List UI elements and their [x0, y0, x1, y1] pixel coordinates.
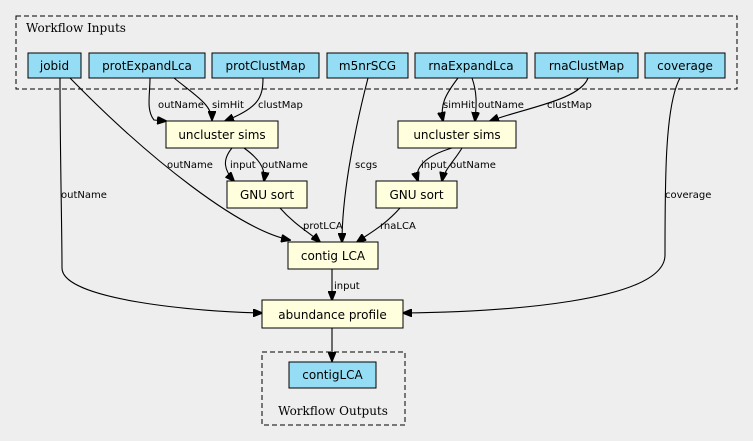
step-node-uncluster-prot[interactable]: uncluster sims	[165, 120, 279, 149]
edge-label-sortr-input: input	[421, 160, 447, 171]
step-label-uncluster-prot: uncluster sims	[178, 128, 265, 142]
step-node-abundance-profile[interactable]: abundance profile	[261, 299, 404, 329]
edge-rnaclustmap	[490, 77, 589, 121]
output-label-contiglca: contigLCA	[302, 368, 363, 382]
workflow-outputs-cluster	[261, 351, 406, 426]
edge-label-sortp-input: input	[230, 160, 256, 171]
workflow-outputs-label: Workflow Outputs	[278, 404, 388, 418]
edge-uncluster-rna-input	[417, 147, 453, 181]
edge-coverage-abundance	[403, 77, 681, 313]
edge-protclustmap	[225, 77, 264, 121]
edge-label-rnalca: rnaLCA	[380, 221, 416, 232]
edge-protexpand-outname	[148, 77, 166, 121]
edge-m5nrscg-contiglca	[342, 77, 369, 242]
input-node-m5nrscg[interactable]: m5nrSCG	[326, 52, 409, 79]
edge-label-rna-clustmap: clustMap	[547, 100, 592, 111]
input-label-rnaexpandlca: rnaExpandLca	[428, 59, 513, 73]
edge-sortprot-contiglca	[279, 207, 320, 242]
input-nodes: jobid protExpandLca protClustMap m5nrSCG…	[27, 52, 726, 79]
edge-label-sortr-outname: outName	[450, 160, 496, 171]
edge-label-rna-outname: outName	[478, 100, 524, 111]
step-node-sort-rna[interactable]: GNU sort	[375, 180, 458, 209]
edge-label-prot-simhit: simHit	[212, 100, 244, 111]
edge-label-sortp-outname: outName	[262, 160, 308, 171]
edge-protexpand-simhit	[173, 77, 212, 120]
edges	[59, 77, 681, 361]
input-node-coverage[interactable]: coverage	[644, 52, 726, 79]
step-node-sort-prot[interactable]: GNU sort	[226, 180, 308, 209]
input-node-protclustmap[interactable]: protClustMap	[211, 52, 320, 79]
step-label-uncluster-rna: uncluster sims	[413, 128, 500, 142]
edge-jobid-abundance	[59, 77, 262, 313]
step-label-contig-lca: contig LCA	[301, 249, 366, 263]
edge-label-jobid-contiglca: outName	[167, 160, 213, 171]
input-label-protexpandlca: protExpandLca	[102, 59, 192, 73]
input-label-m5nrscg: m5nrSCG	[339, 59, 396, 73]
edge-label-protlca: protLCA	[303, 221, 343, 232]
input-node-rnaexpandlca[interactable]: rnaExpandLca	[414, 52, 528, 79]
edge-rnaexpand-simhit	[442, 77, 459, 121]
edge-label-coverage: coverage	[665, 190, 711, 201]
edge-uncluster-rna-outname	[442, 147, 463, 181]
edge-jobid-contiglca	[69, 77, 290, 240]
step-node-uncluster-rna[interactable]: uncluster sims	[397, 120, 517, 149]
input-label-protclustmap: protClustMap	[226, 59, 306, 73]
edge-label-jobid-abundance: outName	[61, 190, 107, 201]
input-node-jobid[interactable]: jobid	[27, 52, 82, 79]
edge-uncluster-prot-input	[224, 147, 234, 181]
step-nodes: uncluster sims uncluster sims GNU sort G…	[165, 120, 517, 329]
edge-label-scgs: scgs	[355, 160, 377, 171]
edge-rnaexpand-outname	[472, 77, 476, 121]
output-node-contiglca[interactable]: contigLCA	[288, 361, 377, 389]
workflow-inputs-label: Workflow Inputs	[26, 21, 126, 35]
step-label-abundance-profile: abundance profile	[278, 308, 386, 322]
edge-uncluster-prot-outname	[243, 147, 264, 181]
edge-label-prot-clustmap: clustMap	[258, 100, 303, 111]
input-label-jobid: jobid	[39, 59, 69, 73]
edge-sortrna-contiglca	[357, 207, 401, 242]
input-node-rnaclustmap[interactable]: rnaClustMap	[534, 52, 639, 79]
step-label-sort-prot: GNU sort	[240, 188, 294, 202]
input-label-rnaclustmap: rnaClustMap	[549, 59, 624, 73]
input-label-coverage: coverage	[657, 59, 713, 73]
step-node-contig-lca[interactable]: contig LCA	[287, 241, 379, 270]
edge-label-rna-simhit: simHit	[443, 100, 475, 111]
step-label-sort-rna: GNU sort	[389, 188, 443, 202]
edge-labels: outName simHit clustMap simHit outName c…	[61, 100, 711, 292]
input-node-protexpandlca[interactable]: protExpandLca	[88, 52, 206, 79]
edge-label-prot-outname: outName	[158, 100, 204, 111]
workflow-inputs-cluster	[15, 15, 738, 90]
edge-label-abund-input: input	[334, 281, 360, 292]
